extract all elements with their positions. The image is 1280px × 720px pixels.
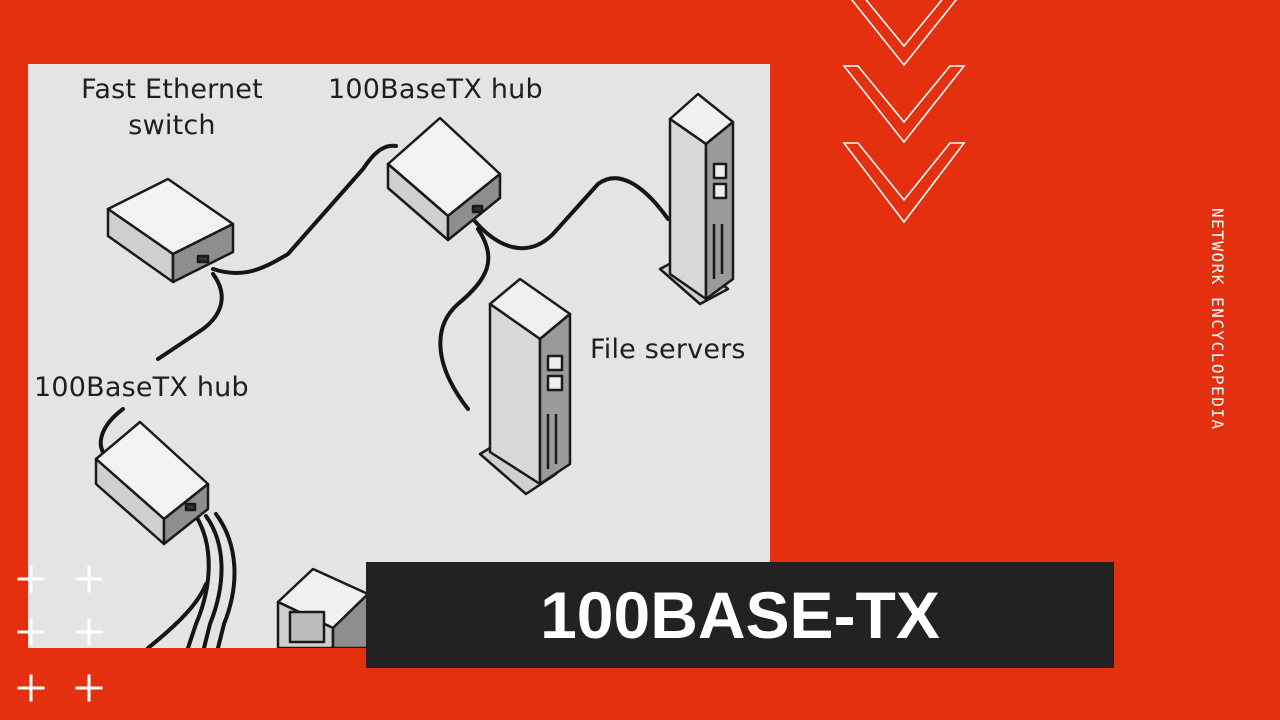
plus-icon [75, 674, 103, 702]
label-file-servers: File servers [590, 334, 746, 365]
plus-icon [75, 565, 103, 593]
chevron-down-outline-icon [842, 0, 966, 224]
cable-switch-to-hub-left [156, 272, 224, 361]
network-hub-icon [94, 420, 210, 546]
network-hub-icon [386, 116, 502, 242]
cable-misc-bottom [146, 582, 208, 648]
plus-icon-grid [17, 565, 103, 702]
title-banner: 100BASE-TX [366, 562, 1114, 668]
desktop-computer-icon [276, 567, 370, 648]
cable-hub-top-to-server-2 [438, 227, 491, 411]
label-hub-left: 100BaseTX hub [34, 372, 249, 403]
network-diagram: Fast Ethernet switch 100BaseTX hub 100Ba… [28, 64, 770, 648]
side-caption: NETWORK ENCYCLOPEDIA [1208, 208, 1227, 431]
plus-icon [75, 618, 103, 646]
network-switch-icon [106, 177, 235, 284]
page-title: 100BASE-TX [540, 578, 940, 652]
tower-server-icon [658, 92, 735, 306]
tower-server-icon [478, 277, 572, 496]
label-hub-top: 100BaseTX hub [328, 74, 543, 105]
cable-switch-to-hub-top [211, 143, 398, 276]
label-fast-ethernet-switch: Fast Ethernet switch [81, 74, 263, 141]
cable-hub-left-to-workstation-c [214, 512, 237, 648]
plus-icon [17, 565, 45, 593]
cable-hub-left-to-workstation-b [202, 514, 224, 648]
plus-icon [17, 618, 45, 646]
cable-hub-top-to-server-1 [471, 176, 670, 251]
plus-icon [17, 674, 45, 702]
cable-hub-left-to-workstation-a [186, 514, 211, 648]
